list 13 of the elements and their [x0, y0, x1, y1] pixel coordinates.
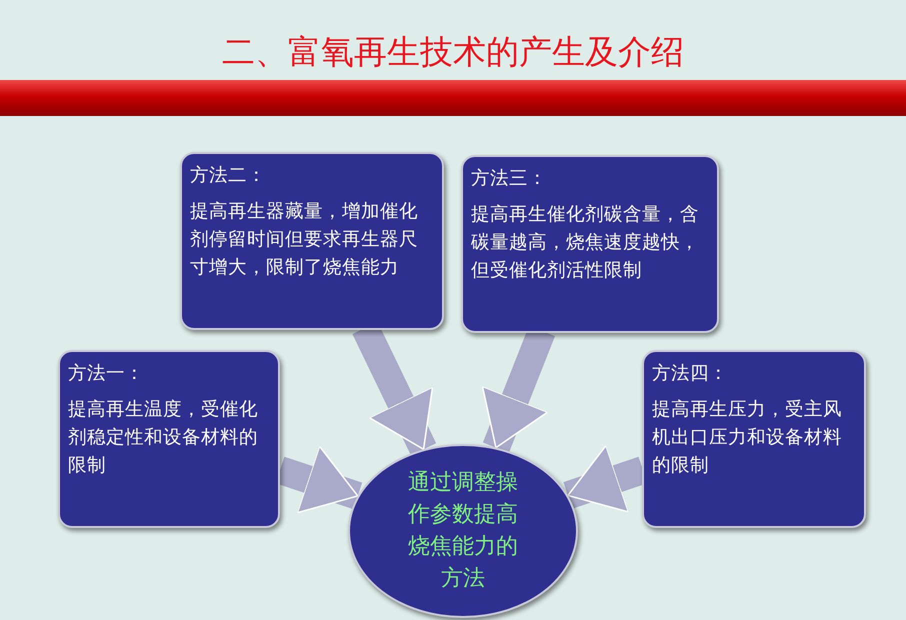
- method-box: [461, 155, 719, 333]
- method-heading: 方法三：: [471, 167, 548, 191]
- method-heading: 方法四：: [652, 362, 729, 386]
- method-text: 提高再生催化剂碳含量，含碳量越高，烧焦速度越快，但受催化剂活性限制: [471, 203, 700, 283]
- method-heading: 方法一：: [68, 362, 145, 386]
- method-box: [642, 350, 866, 528]
- method-text: 通过调整操作参数提高烧焦能力的方法: [407, 469, 519, 593]
- method-heading: 方法二：: [190, 164, 267, 188]
- method-box: [180, 152, 444, 330]
- method-text: 提高再生压力，受主风机出口压力和设备材料的限制: [652, 398, 843, 478]
- method-box: [58, 350, 280, 528]
- method-text: 提高再生器藏量，增加催化剂停留时间但要求再生器尺寸增大，限制了烧焦能力: [190, 200, 419, 280]
- method-text: 提高再生温度，受催化剂稳定性和设备材料的限制: [68, 398, 259, 478]
